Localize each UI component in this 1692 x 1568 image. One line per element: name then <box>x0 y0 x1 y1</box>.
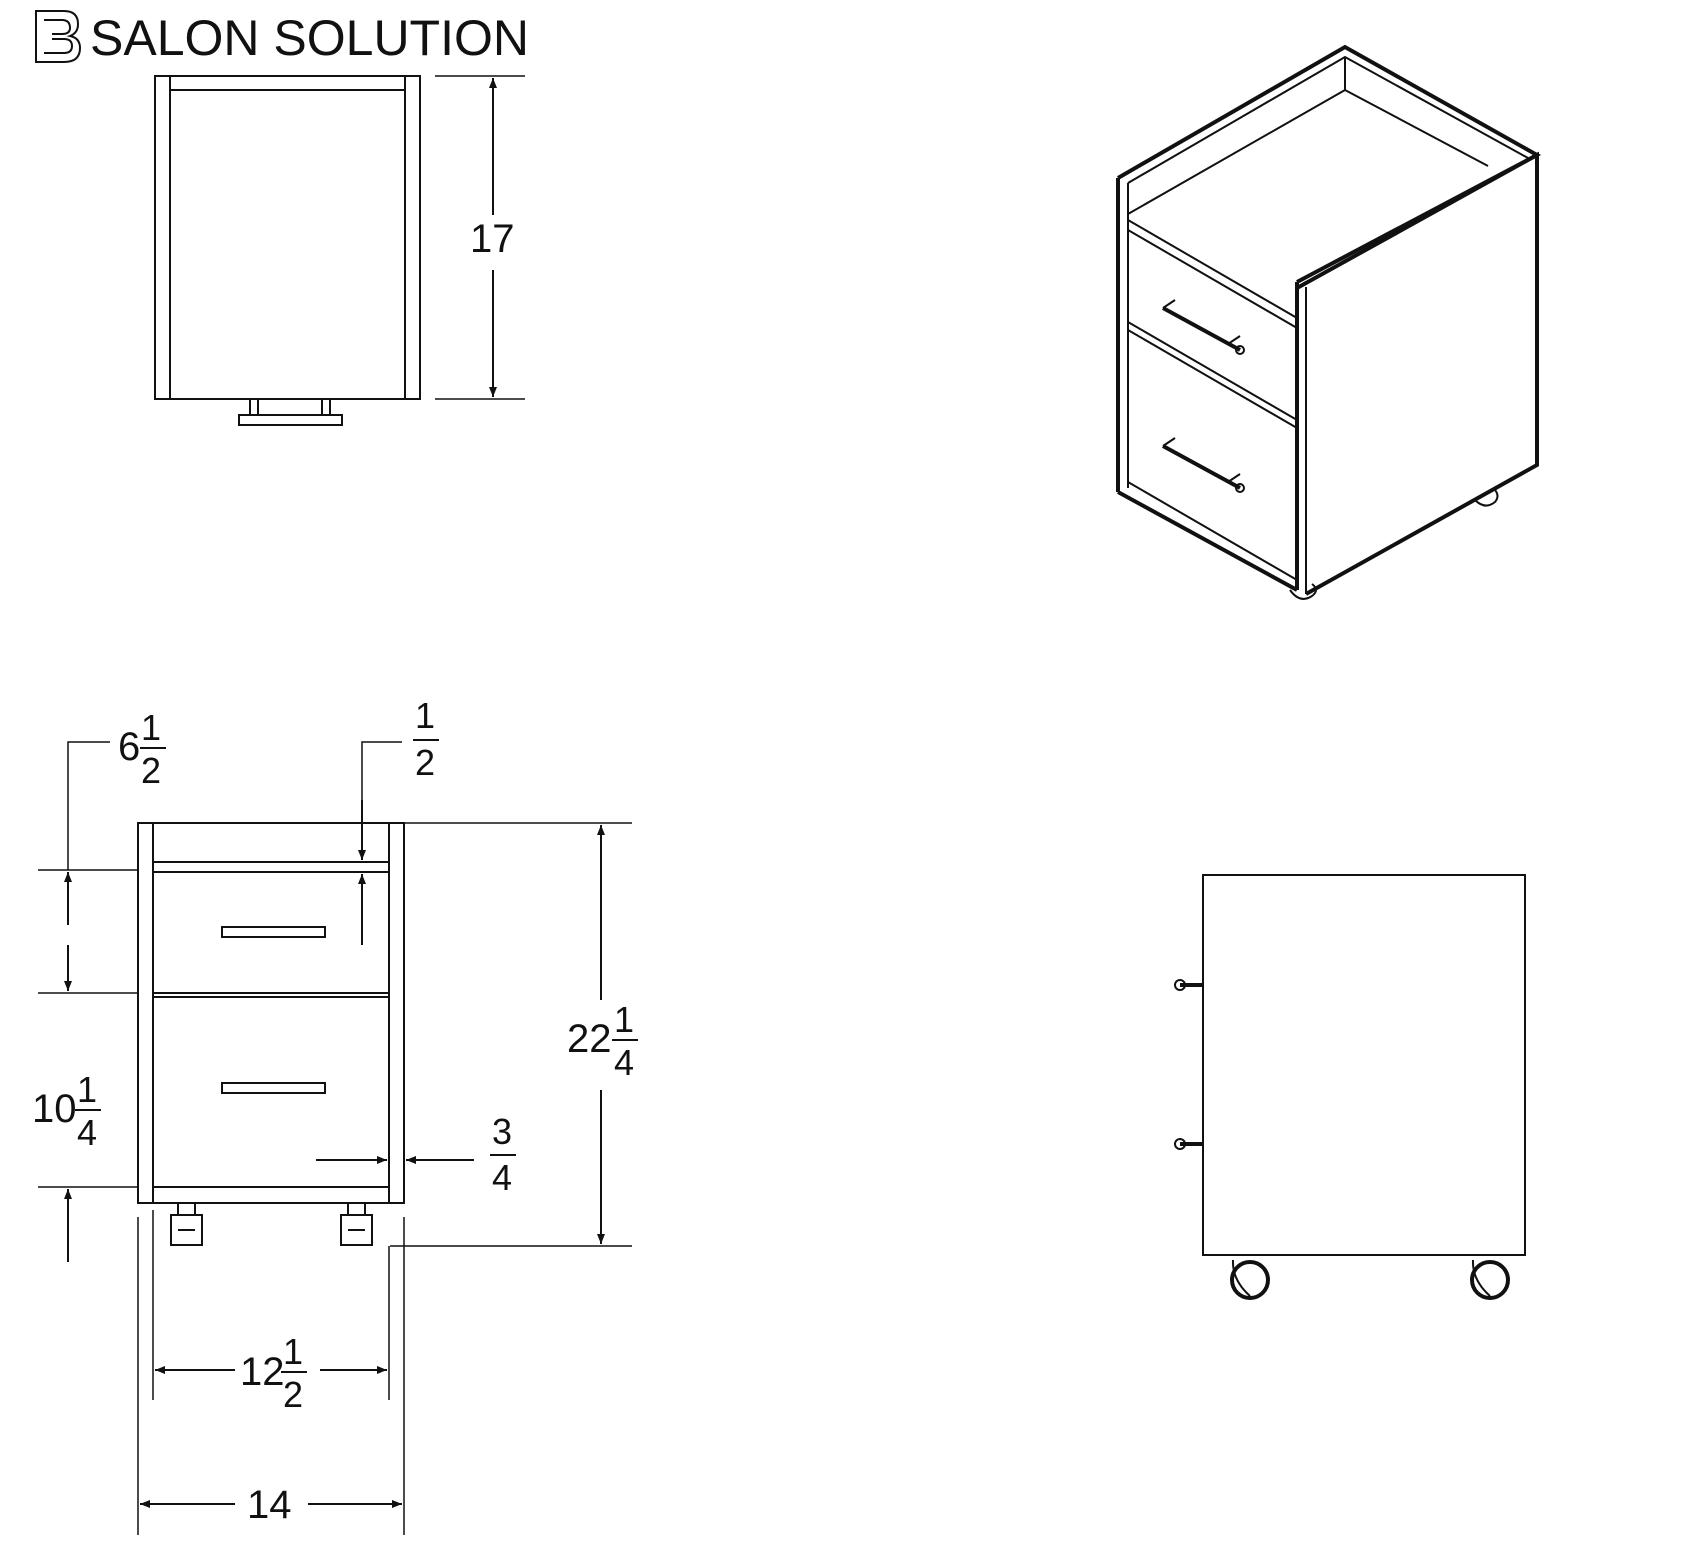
side-view <box>1174 874 1526 1300</box>
iso-casters <box>1162 489 1499 600</box>
dim-side-num: 3 <box>492 1111 512 1152</box>
front-caster-left <box>170 1203 203 1246</box>
top-view-handle <box>238 399 343 426</box>
side-view-outline <box>1202 874 1526 1256</box>
dim-height-den: 4 <box>614 1042 634 1083</box>
dim-height-whole: 22 <box>567 1017 612 1061</box>
dim-top-depth: 17 <box>435 75 525 400</box>
dim-outer-width: 14 <box>137 1217 405 1535</box>
dim-drawer-top-num: 1 <box>141 707 161 748</box>
dim-inner-width-num: 1 <box>283 1331 303 1372</box>
dim-inner-width-whole: 12 <box>240 1350 285 1394</box>
dim-drawer-bottom: 10 1 4 <box>32 1069 138 1262</box>
dim-drawer-bottom-num: 1 <box>77 1069 97 1110</box>
dim-side-den: 4 <box>492 1157 512 1198</box>
dim-overall-height: 22 1 4 <box>390 822 638 1247</box>
side-handle-bottom <box>1174 1138 1203 1150</box>
isometric-view <box>1116 44 1542 600</box>
iso-drawer-handle-bottom <box>1162 437 1245 493</box>
top-view-outline <box>154 75 421 400</box>
dim-drawer-top-whole: 6 <box>118 725 140 769</box>
front-view-outline <box>137 822 405 1204</box>
dim-panel-num: 1 <box>415 695 435 736</box>
iso-drawer-handle-top <box>1162 299 1245 355</box>
dim-drawer-bottom-den: 4 <box>77 1112 97 1153</box>
dim-panel-thickness: 1 2 <box>358 695 439 945</box>
brand-b-icon <box>35 10 82 63</box>
dim-inner-width: 12 1 2 <box>152 1210 390 1415</box>
dim-drawer-top: 6 1 2 <box>38 707 166 994</box>
dim-inner-width-den: 2 <box>283 1374 303 1415</box>
side-caster-right <box>1470 1259 1510 1300</box>
dim-panel-den: 2 <box>415 742 435 783</box>
front-view: 6 1 2 1 2 22 1 4 10 <box>32 695 638 1535</box>
dim-top-depth-label: 17 <box>470 217 515 261</box>
dim-drawer-top-den: 2 <box>141 750 161 791</box>
brand-name: SALON SOLUTION <box>90 10 529 66</box>
top-view: 17 <box>154 75 525 426</box>
dim-side-thickness: 3 4 <box>316 1111 516 1198</box>
front-drawer-handle-top <box>221 926 326 938</box>
dim-height-num: 1 <box>614 999 634 1040</box>
dim-outer-width-label: 14 <box>247 1483 292 1527</box>
side-handle-top <box>1174 979 1203 991</box>
dim-drawer-bottom-whole: 10 <box>32 1087 77 1131</box>
front-caster-right <box>340 1203 373 1246</box>
front-drawer-handle-bottom <box>221 1082 326 1094</box>
brand-logo: SALON SOLUTION <box>35 10 529 66</box>
side-caster-left <box>1230 1259 1270 1300</box>
